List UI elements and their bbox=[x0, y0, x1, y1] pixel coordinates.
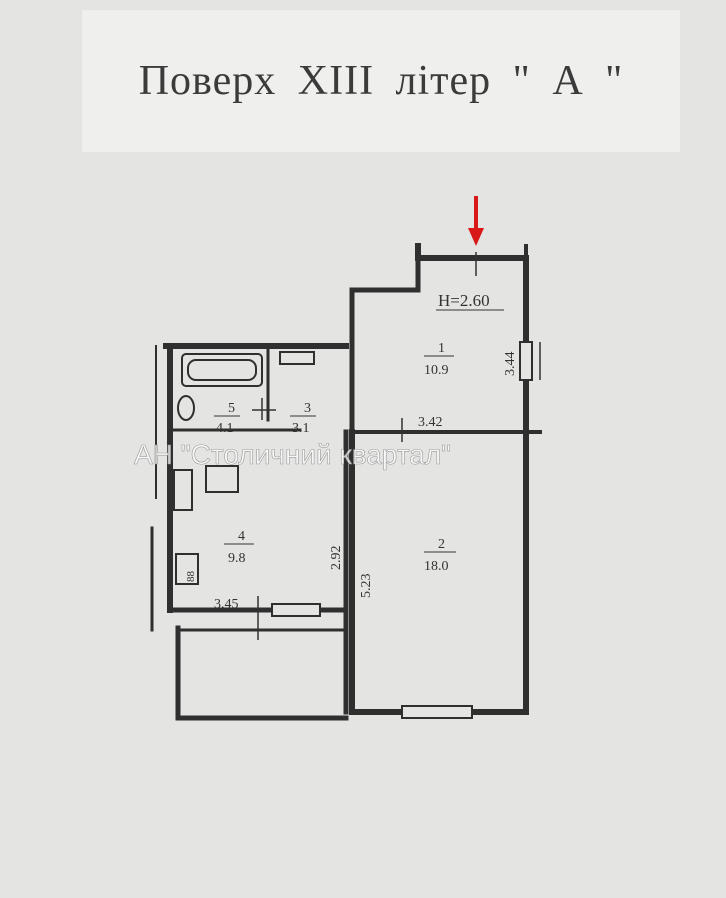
room5-area: 4.1 bbox=[216, 421, 234, 436]
floor-title: Поверх XIII літер " А " bbox=[138, 58, 624, 104]
stove bbox=[175, 553, 199, 585]
washbasin bbox=[173, 469, 193, 511]
room1-number: 1 bbox=[438, 341, 445, 356]
kitchen-unit-label: 88 bbox=[185, 571, 197, 583]
room2-height-dim: 5.23 bbox=[359, 574, 374, 599]
red-arrow-icon bbox=[468, 196, 484, 246]
room4-number: 4 bbox=[238, 529, 245, 544]
room4-width-dim: 3.45 bbox=[214, 597, 239, 612]
title-box: Поверх XIII літер " А " bbox=[82, 10, 680, 152]
room2-area: 18.0 bbox=[424, 559, 449, 574]
room3-area: 3.1 bbox=[292, 421, 310, 436]
room3-number: 3 bbox=[304, 401, 311, 416]
kitchen-window bbox=[271, 603, 321, 617]
bathtub-inner bbox=[187, 359, 257, 381]
room2-number: 2 bbox=[438, 537, 445, 552]
room5-number: 5 bbox=[228, 401, 235, 416]
kitchen-sink bbox=[205, 465, 239, 493]
ceiling-height-label: H=2.60 bbox=[438, 291, 490, 310]
room1-height-dim: 3.44 bbox=[503, 352, 518, 377]
toilet bbox=[177, 395, 195, 421]
room4-height-dim: 2.92 bbox=[329, 546, 344, 571]
balcony-walls bbox=[175, 625, 349, 721]
room1-left-wall bbox=[349, 255, 421, 435]
room1-width-dim: 3.42 bbox=[418, 415, 443, 430]
room1-area: 10.9 bbox=[424, 363, 449, 378]
bathtub bbox=[181, 353, 263, 387]
room1-window bbox=[519, 341, 533, 381]
room4-area: 9.8 bbox=[228, 551, 246, 566]
room2-window bbox=[401, 705, 473, 719]
room1-outer-wall bbox=[415, 243, 529, 435]
watermark: АН "Столичний квартал" bbox=[134, 439, 451, 470]
shelf bbox=[279, 351, 315, 365]
